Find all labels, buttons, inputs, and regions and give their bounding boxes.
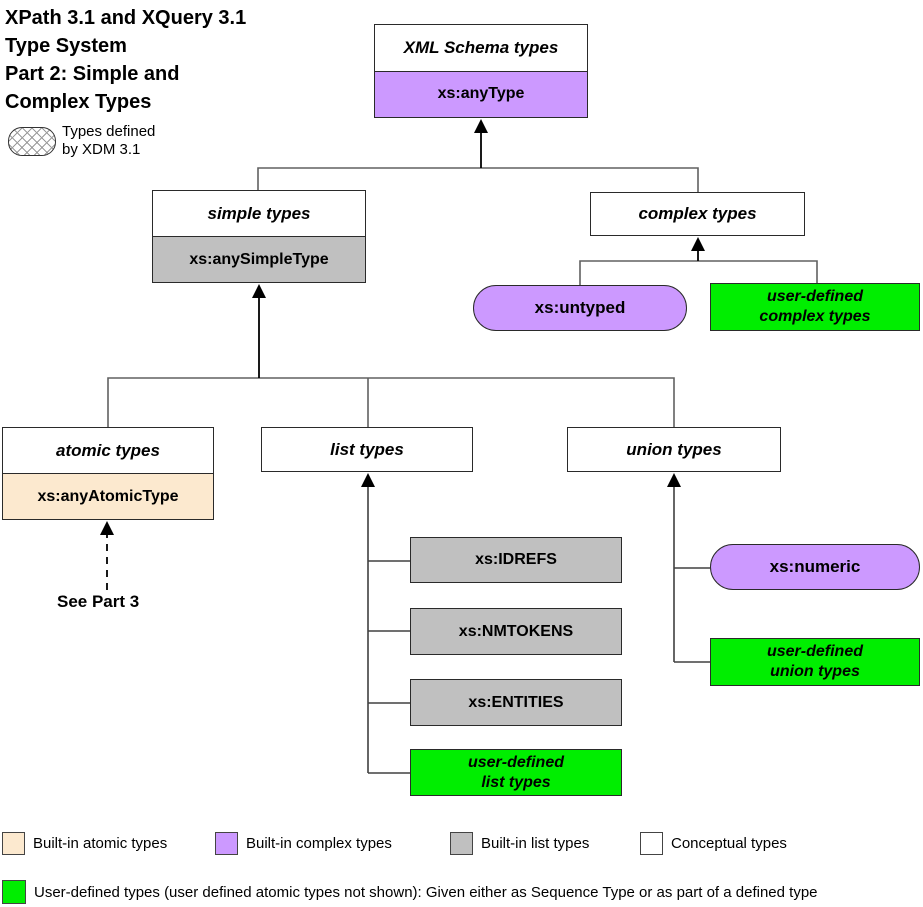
node-user-defined-complex-types: user-defined complex types [710,283,920,331]
legend-swatch-list [450,832,473,855]
node-user-defined-list-types: user-defined list types [410,749,622,796]
node-list-types: list types [261,427,473,472]
node-xs-idrefs: xs:IDREFS [410,537,622,583]
legend-builtin-complex: Built-in complex types [215,832,392,855]
legend-builtin-atomic: Built-in atomic types [2,832,167,855]
legend-swatch-user-defined [2,880,26,904]
node-simple-types: simple types xs:anySimpleType [152,190,366,283]
diagram-title: XPath 3.1 and XQuery 3.1 Type System Par… [5,7,247,113]
node-xs-entities: xs:ENTITIES [410,679,622,726]
node-complex-types: complex types [590,192,805,236]
legend-user-defined-note: User-defined types (user defined atomic … [34,883,818,901]
legend-builtin-list: Built-in list types [450,832,589,855]
legend-label: Built-in list types [481,835,590,852]
legend-label: Conceptual types [671,835,787,852]
xdm-hatched-pill-icon [8,127,56,156]
node-xs-untyped: xs:untyped [473,285,687,331]
legend-conceptual: Conceptual types [640,832,787,855]
node-xs-nmtokens: xs:NMTOKENS [410,608,622,655]
legend-user-defined: User-defined types (user defined atomic … [2,880,818,904]
node-xs-anysimpletype: xs:anySimpleType [153,236,365,282]
node-xml-schema-types: XML Schema types xs:anyType [374,24,588,118]
node-xs-anytype: xs:anyType [375,70,587,117]
node-atomic-types: atomic types xs:anyAtomicType [2,427,214,520]
legend-swatch-conceptual [640,832,663,855]
legend-label: Built-in complex types [246,835,392,852]
xdm-legend-label: Types defined by XDM 3.1 [62,123,156,158]
node-xs-numeric: xs:numeric [710,544,920,590]
legend-label: Built-in atomic types [33,835,168,852]
legend-swatch-atomic [2,832,25,855]
node-header: atomic types [3,428,213,473]
node-union-types: union types [567,427,781,472]
node-header: simple types [153,191,365,236]
node-header: XML Schema types [375,25,587,71]
legend-swatch-complex [215,832,238,855]
node-xs-anyatomictype: xs:anyAtomicType [3,473,213,519]
node-user-defined-union-types: user-defined union types [710,638,920,686]
see-part-3-label: See Part 3 [57,592,140,611]
